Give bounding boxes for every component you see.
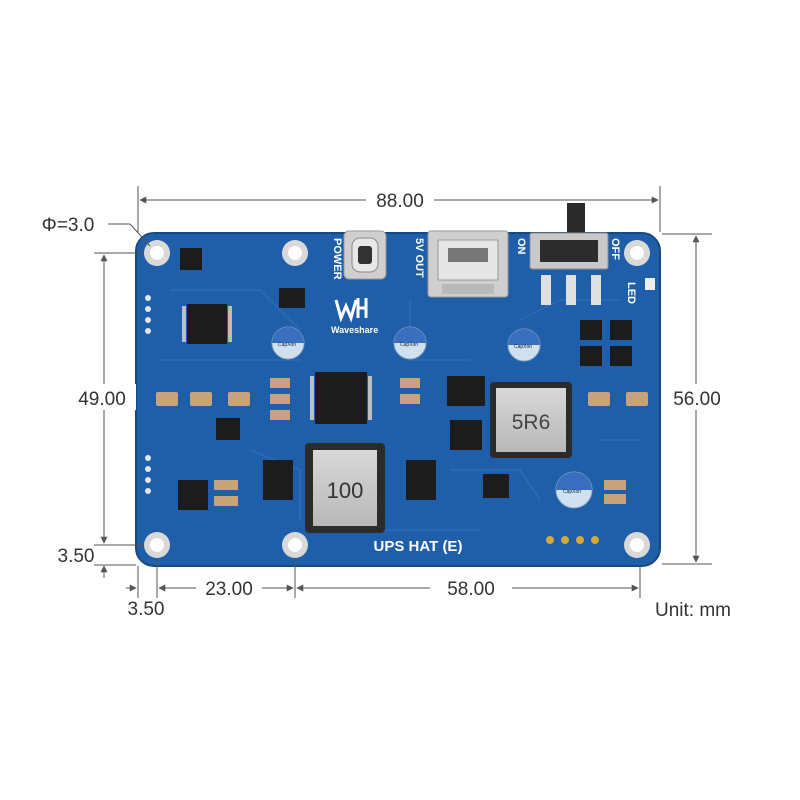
mounting-hole-tc <box>282 240 308 266</box>
on-label: ON <box>515 238 527 255</box>
out-label: 5V OUT <box>413 238 425 278</box>
inductor-large-label: 100 <box>327 478 364 503</box>
capacitor-4: CapXon <box>555 471 593 509</box>
mounting-hole-tl <box>144 240 170 266</box>
slide-switch <box>529 203 609 305</box>
pcb-board: POWER 5V OUT ON OFF LED Waveshare <box>135 203 661 567</box>
mounting-hole-tr <box>624 240 650 266</box>
mounting-hole-bc <box>282 532 308 558</box>
dimension-labels: 88.00 56.00 49.00 3.50 3.50 23.00 58.00 … <box>42 188 731 621</box>
dim-hole-h1: 23.00 <box>205 579 253 600</box>
svg-text:CapXon: CapXon <box>278 342 296 348</box>
svg-text:CapXon: CapXon <box>514 344 532 350</box>
dim-hole-h2: 58.00 <box>447 579 495 600</box>
chip-pins <box>182 306 372 420</box>
mounting-hole-br <box>624 532 650 558</box>
svg-text:CapXon: CapXon <box>563 489 581 495</box>
dim-width: 88.00 <box>376 191 424 212</box>
svg-text:CapXon: CapXon <box>400 342 418 348</box>
power-label: POWER <box>331 238 343 280</box>
dim-offset-bottom: 3.50 <box>58 546 95 567</box>
ic-chips <box>178 248 632 510</box>
waveshare-logo: Waveshare <box>331 298 378 335</box>
dim-hole-vertical: 49.00 <box>78 389 126 410</box>
gold-pins <box>546 536 599 544</box>
inductor-large: 100 <box>305 443 385 533</box>
passives <box>156 378 648 506</box>
led-label: LED <box>625 282 637 304</box>
board-title: UPS HAT (E) <box>374 538 463 555</box>
status-led <box>645 278 655 290</box>
left-pin-header <box>145 295 151 494</box>
inductor-small: 5R6 <box>490 382 572 458</box>
capacitor-1: CapXon <box>271 326 305 360</box>
usb-a-port <box>427 230 509 298</box>
capacitor-2: CapXon <box>393 326 427 360</box>
inductor-small-label: 5R6 <box>512 411 551 434</box>
unit-label: Unit: mm <box>655 600 731 621</box>
dim-hole-diameter: Φ=3.0 <box>42 215 95 236</box>
capacitor-3: CapXon <box>507 328 541 362</box>
off-label: OFF <box>609 238 621 260</box>
dim-height: 56.00 <box>673 389 721 410</box>
brand-label: Waveshare <box>331 325 378 335</box>
dim-offset-left: 3.50 <box>128 599 165 620</box>
mounting-hole-bl <box>144 532 170 558</box>
usb-c-port <box>343 230 387 280</box>
